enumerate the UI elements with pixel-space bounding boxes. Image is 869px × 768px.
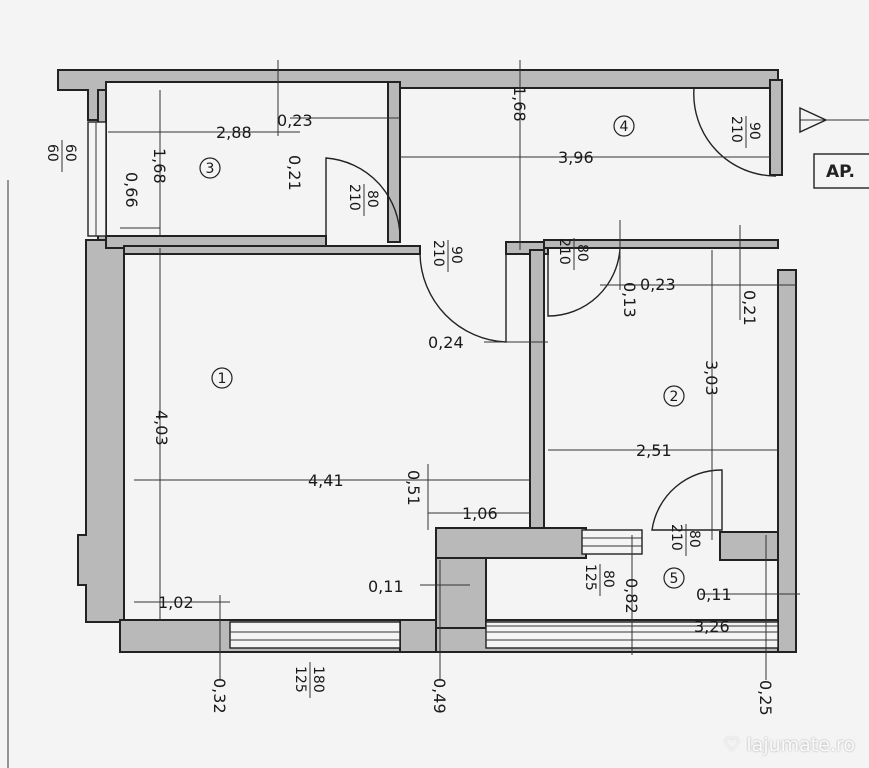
window-left-label: 60 60	[44, 140, 78, 172]
window-left	[87, 121, 107, 237]
svg-text:60: 60	[62, 144, 78, 162]
room-4-number: 4	[620, 119, 629, 135]
right-wall-upper	[769, 79, 783, 176]
door-room3-label: 80 210	[346, 184, 380, 216]
room-3-number: 3	[206, 161, 215, 177]
window-room5-top	[581, 529, 643, 555]
dim-label: 1,68	[150, 148, 169, 184]
svg-text:60: 60	[44, 144, 60, 162]
dim-label: 0,82	[622, 578, 641, 614]
dim-label: 3,96	[558, 148, 594, 167]
svg-text:210: 210	[668, 524, 684, 551]
wall-room5-right	[719, 531, 779, 561]
door-swing-room5	[651, 469, 723, 531]
dim-label: 1,68	[510, 86, 529, 122]
svg-text:80: 80	[574, 244, 590, 262]
dim-label: 4,41	[308, 471, 344, 490]
room-5-marker: 5	[663, 567, 685, 589]
dim-label: 0,66	[122, 172, 141, 208]
dim-label: 4,03	[152, 410, 171, 446]
dim-label: 3,26	[694, 617, 730, 636]
door-swing-entry	[693, 87, 777, 177]
wall-bottom-pier	[399, 619, 437, 653]
watermark-text: lajumate.ro	[746, 734, 855, 756]
door-room1-label: 90 210	[430, 240, 464, 272]
svg-text:210: 210	[346, 184, 362, 211]
left-wall	[77, 239, 125, 623]
heart-icon: ♡	[723, 734, 741, 756]
dim-label: 0,51	[404, 470, 423, 506]
dim-label: 2,51	[636, 441, 672, 460]
dim-label: 0,24	[428, 333, 464, 352]
svg-text:80: 80	[364, 190, 380, 208]
door-swing-room3	[325, 157, 401, 239]
dim-label: 3,03	[702, 360, 721, 396]
window-bottom-label: 180 125	[292, 662, 326, 698]
room-markers: 1 2 3 4 5	[199, 115, 685, 589]
wall-room1-top	[123, 245, 421, 255]
svg-text:180: 180	[310, 666, 326, 693]
door-room2-top-label: 80 210	[556, 238, 590, 270]
dim-label: 0,21	[285, 155, 304, 191]
dimension-labels: 0,23 2,88 0,21 1,68 0,66 1,68 3,96 0,23 …	[122, 86, 775, 716]
door-swing-room1	[419, 253, 507, 343]
right-wall-lower	[777, 269, 797, 653]
dim-label: 0,25	[756, 680, 775, 716]
door-room5-label: 80 210	[668, 524, 702, 556]
svg-text:80: 80	[686, 530, 702, 548]
window-bottom	[229, 621, 401, 649]
svg-text:80: 80	[600, 570, 616, 588]
dim-label: 0,23	[277, 111, 313, 130]
svg-text:90: 90	[448, 246, 464, 264]
dim-label: 0,32	[210, 678, 229, 714]
dim-label: 0,11	[368, 577, 404, 596]
svg-text:210: 210	[556, 238, 572, 265]
doors	[325, 87, 777, 531]
apartment-tag-text: AP.	[826, 162, 855, 182]
door-swing-room2	[547, 247, 621, 317]
watermark: ♡ lajumate.ro	[723, 734, 855, 756]
dim-label: 1,02	[158, 593, 194, 612]
wall-room2-top	[543, 239, 779, 249]
apartment-tag: AP.	[813, 153, 869, 189]
dimension-lines	[108, 60, 869, 680]
svg-text:125: 125	[292, 666, 308, 693]
room-5-number: 5	[670, 571, 679, 587]
room-4-marker: 4	[613, 115, 635, 137]
room-1-number: 1	[218, 371, 227, 387]
dim-label: 2,88	[216, 123, 252, 142]
dim-label: 1,06	[462, 504, 498, 523]
dim-label: 0,49	[430, 678, 449, 714]
room-2-marker: 2	[663, 385, 685, 407]
wall-room1-right	[529, 249, 545, 541]
room-1-marker: 1	[211, 367, 233, 389]
opening-labels: 60 60 80 210 90 210 80 210 90 210 80 210	[44, 116, 762, 698]
room-3-marker: 3	[199, 157, 221, 179]
room-2-number: 2	[670, 389, 679, 405]
dim-label: 0,11	[696, 585, 732, 604]
window-room5-label: 80 125	[582, 564, 616, 596]
door-entry-label: 90 210	[728, 116, 762, 148]
dim-label: 0,13	[620, 282, 639, 318]
svg-text:210: 210	[728, 116, 744, 143]
svg-text:90: 90	[746, 122, 762, 140]
dim-label: 0,23	[640, 275, 676, 294]
wall-room5-left	[435, 557, 487, 629]
wall-room5-top	[435, 527, 587, 559]
dim-label: 0,21	[740, 290, 759, 326]
svg-text:210: 210	[430, 240, 446, 267]
svg-text:125: 125	[582, 564, 598, 591]
